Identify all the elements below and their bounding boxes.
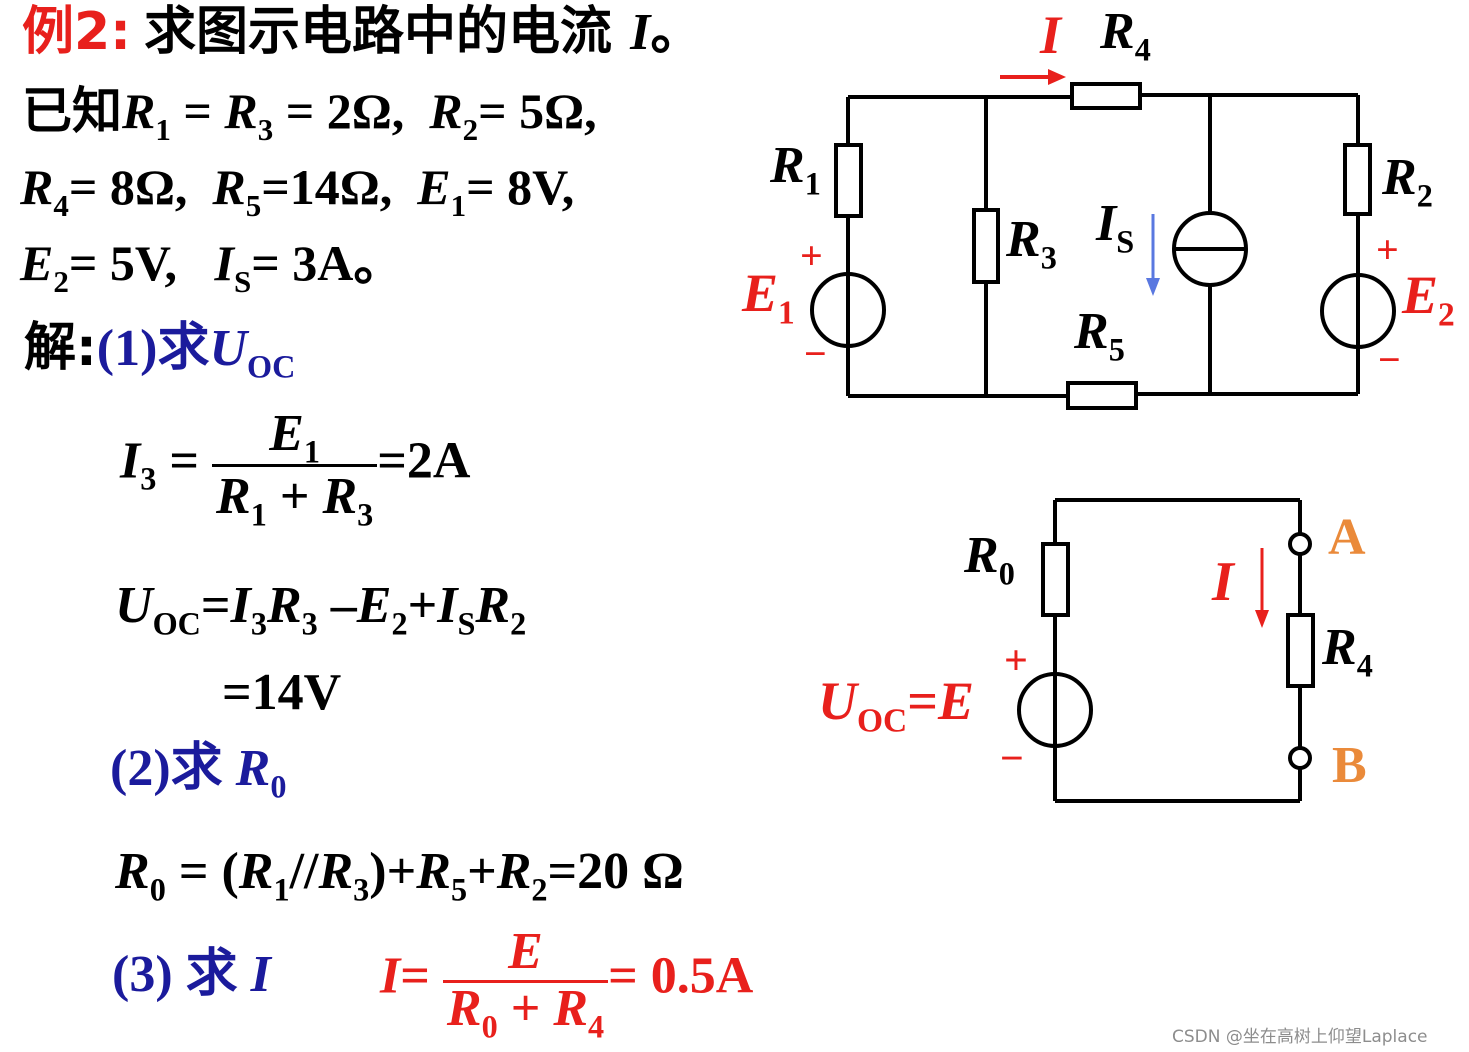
resistor-r5 xyxy=(1066,381,1138,410)
terminal-a xyxy=(1288,532,1312,556)
given-line-2: R4= 8Ω, R5=14Ω, E1= 8V, xyxy=(20,159,575,223)
label-terminal-b: B xyxy=(1332,737,1367,794)
label-r1: R1 xyxy=(770,137,821,202)
label-r2: R2 xyxy=(1382,149,1433,214)
example-title: 例2: 求图示电路中的电流 I。 xyxy=(22,2,703,62)
solution-step-3: (3) 求 I xyxy=(112,944,271,1004)
label-load-i: I xyxy=(1212,551,1234,613)
label-uoc-e: UOC=E xyxy=(818,671,975,740)
watermark: CSDN @坐在高树上仰望Laplace xyxy=(1172,1027,1428,1047)
resistor-r4-load xyxy=(1286,613,1315,688)
label-e1-plus: + xyxy=(800,233,823,278)
resistor-r4 xyxy=(1070,82,1142,110)
label-uoc-plus: + xyxy=(1004,638,1028,684)
label-r4-load: R4 xyxy=(1322,619,1373,684)
load-current-arrow xyxy=(1255,610,1269,628)
label-r0: R0 xyxy=(964,527,1015,592)
label-e2: E2 xyxy=(1402,265,1455,334)
is-arrow xyxy=(1146,278,1160,296)
solution-step-2: (2)求 R0 xyxy=(110,738,287,805)
resistor-r1 xyxy=(834,143,863,218)
resistor-r2 xyxy=(1343,143,1372,216)
given-line-1: 已知R1 = R3 = 2Ω, R2= 5Ω, xyxy=(22,82,597,147)
terminal-b xyxy=(1288,746,1312,770)
equation-uoc: UOC=I3R3 –E2+ISR2 xyxy=(115,577,527,642)
resistor-r3 xyxy=(972,208,1000,284)
equation-uoc-result: =14V xyxy=(222,664,342,721)
given-line-3: E2= 5V, IS= 3A。 xyxy=(20,234,404,299)
equation-r0: R0 = (R1//R3)+R5+R2=20 Ω xyxy=(115,843,684,908)
label-uoc-minus: − xyxy=(1000,736,1024,782)
label-r4: R4 xyxy=(1100,3,1151,68)
label-e1-minus: − xyxy=(804,331,827,376)
solution-step-1: 解:(1)求UOC xyxy=(24,318,296,385)
resistor-r0 xyxy=(1041,542,1070,617)
label-e2-minus: − xyxy=(1378,337,1401,382)
label-r3: R3 xyxy=(1006,211,1057,276)
label-r5: R5 xyxy=(1074,303,1125,368)
label-is: IS xyxy=(1096,195,1135,260)
label-terminal-a: A xyxy=(1328,509,1366,566)
label-i: I xyxy=(1040,5,1062,65)
label-e1: E1 xyxy=(742,263,795,332)
current-arrow xyxy=(1048,69,1066,85)
label-e2-plus: + xyxy=(1376,227,1399,272)
